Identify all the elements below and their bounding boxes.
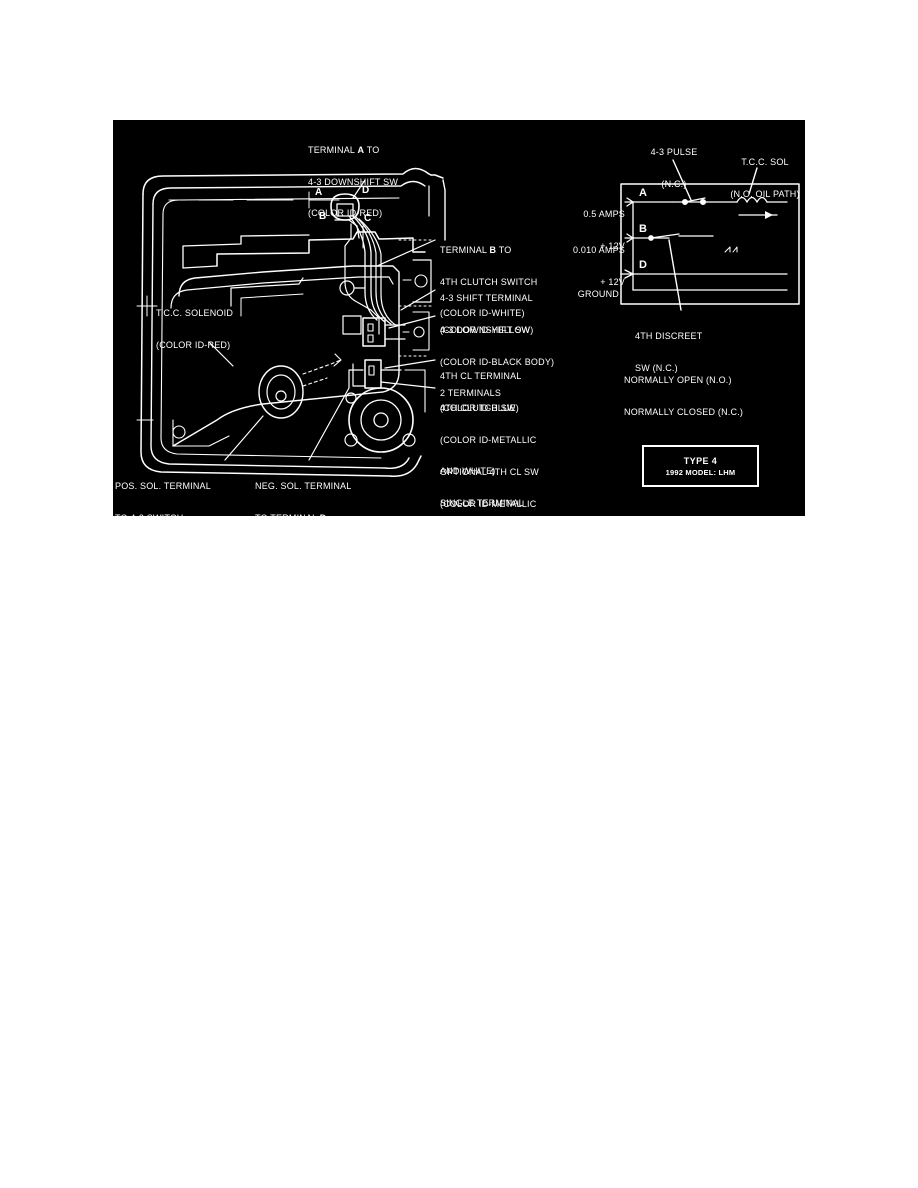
label-line: SINGLE TERMINAL	[440, 497, 524, 508]
label-line: OPTIONAL 4TH CL SW	[440, 467, 539, 477]
label-line: (COLOR ID-RED)	[308, 208, 383, 218]
label-optional-4th-cl-sw: OPTIONAL 4TH CL SW (COLOR ID-METALLIC & …	[440, 446, 595, 516]
label-line: (COLOR ID-BLACK BODY)	[440, 356, 555, 367]
label-line: (N.O. OIL PATH)	[730, 188, 800, 199]
schematic-letter-a: A	[639, 187, 647, 199]
label-line: (COLOR ID-YELLOW)	[440, 324, 534, 335]
label-row-a-current: 0.5 AMPS + 12V	[555, 188, 625, 272]
label-line: (COLOR ID-WHITE)	[440, 308, 525, 318]
terminal-letter-a: A	[315, 187, 323, 198]
label-line: GROUND	[577, 289, 619, 299]
label-line: T.C.C. SOLENOID	[156, 308, 234, 318]
label-line: (COLOR ID-METALLIC	[440, 434, 537, 445]
type-box: TYPE 4 1992 MODEL: LHM	[642, 445, 759, 487]
label-line: (COLOR ID-RED)	[156, 339, 231, 350]
type-box-line1: TYPE 4	[683, 455, 718, 466]
terminal-letter-d: D	[362, 185, 370, 196]
label-line: 0.010 AMPS	[572, 245, 625, 255]
label-tcc-solenoid: T.C.C. SOLENOID (COLOR ID-RED)	[156, 287, 286, 371]
type-box-line2: 1992 MODEL: LHM	[665, 467, 736, 477]
figure-artwork	[136, 159, 800, 477]
label-line: 4-3 DOWNSHIFT SW	[308, 176, 399, 187]
label-line: NEG. SOL. TERMINAL	[255, 481, 352, 491]
label-legend-normally: NORMALLY OPEN (N.O.) NORMALLY CLOSED (N.…	[624, 354, 804, 438]
schematic-letter-b: B	[639, 223, 647, 235]
label-line: TERMINAL B TO	[440, 245, 512, 255]
label-4th-cl-terminal: 4TH CL TERMINAL (COLOR ID-BLUE)	[440, 350, 590, 434]
label-line: 4-3 DOWNSHIFT SW	[440, 325, 531, 335]
label-line: 4TH CLUTCH SW	[440, 403, 516, 413]
label-43-shift-terminal: 4-3 SHIFT TERMINAL (COLOR ID-YELLOW)	[440, 272, 590, 356]
label-line: SW (N.C.)	[635, 362, 678, 373]
label-line: NORMALLY OPEN (N.O.)	[624, 375, 732, 385]
label-neg-sol-terminal: NEG. SOL. TERMINAL TO TERMINAL D (CCC GR…	[255, 460, 405, 516]
label-line: 0.5 AMPS	[583, 209, 625, 219]
label-line: AND WHITE)	[440, 466, 496, 476]
label-line: TO 4-3 SWITCH	[115, 513, 255, 517]
label-line: + 12V	[600, 276, 625, 287]
label-terminal-a: TERMINAL A TO 4-3 DOWNSHIFT SW (COLOR ID…	[308, 124, 468, 240]
label-row-d-ground: GROUND	[545, 268, 619, 321]
label-tcc-sol-schematic: T.C.C. SOL (N.O. OIL PATH)	[715, 136, 805, 220]
label-terminal-b: TERMINAL B TO 4TH CLUTCH SWITCH (COLOR I…	[440, 224, 590, 340]
label-line: NORMALLY CLOSED (N.C.)	[624, 406, 744, 417]
label-line: 4TH CLUTCH SWITCH	[440, 276, 538, 287]
label-line: POS. SOL. TERMINAL	[115, 481, 211, 491]
label-43-pulse: 4-3 PULSE (N.C.)	[634, 126, 714, 210]
label-line: 4TH CL TERMINAL	[440, 371, 522, 381]
label-4th-discreet-sw: 4TH DISCREET SW (N.C.)	[635, 310, 745, 394]
label-row-b-current: 0.010 AMPS + 12V	[545, 224, 625, 308]
terminal-letter-c: C	[364, 213, 372, 224]
label-line: T.C.C. SOL	[741, 157, 789, 167]
label-line: (N.C.)	[661, 178, 687, 189]
label-line: 2 TERMINALS	[440, 388, 502, 398]
label-4th-clutch-sw: 4TH CLUTCH SW (COLOR ID-METALLIC AND WHI…	[440, 382, 595, 516]
label-line: TO TERMINAL D	[255, 513, 405, 517]
label-line: (COLOR ID-METALLIC	[440, 498, 537, 509]
label-pos-sol-terminal: POS. SOL. TERMINAL TO 4-3 SWITCH (COLOR …	[115, 460, 255, 516]
label-line: 4-3 SHIFT TERMINAL	[440, 293, 533, 303]
schematic-letter-d: D	[639, 259, 647, 271]
label-43-downshift-sw: 4-3 DOWNSHIFT SW (COLOR ID-BLACK BODY) 2…	[440, 304, 600, 420]
transmission-wiring-figure: TERMINAL A TO 4-3 DOWNSHIFT SW (COLOR ID…	[113, 120, 805, 516]
label-line: (COLOR ID-BLUE)	[440, 402, 520, 413]
label-line: 4-3 PULSE	[650, 147, 698, 157]
label-line: 4TH DISCREET	[635, 331, 703, 341]
label-line: TERMINAL A TO	[308, 145, 380, 155]
terminal-letter-b: B	[319, 211, 327, 222]
label-line: + 12V	[600, 240, 625, 251]
